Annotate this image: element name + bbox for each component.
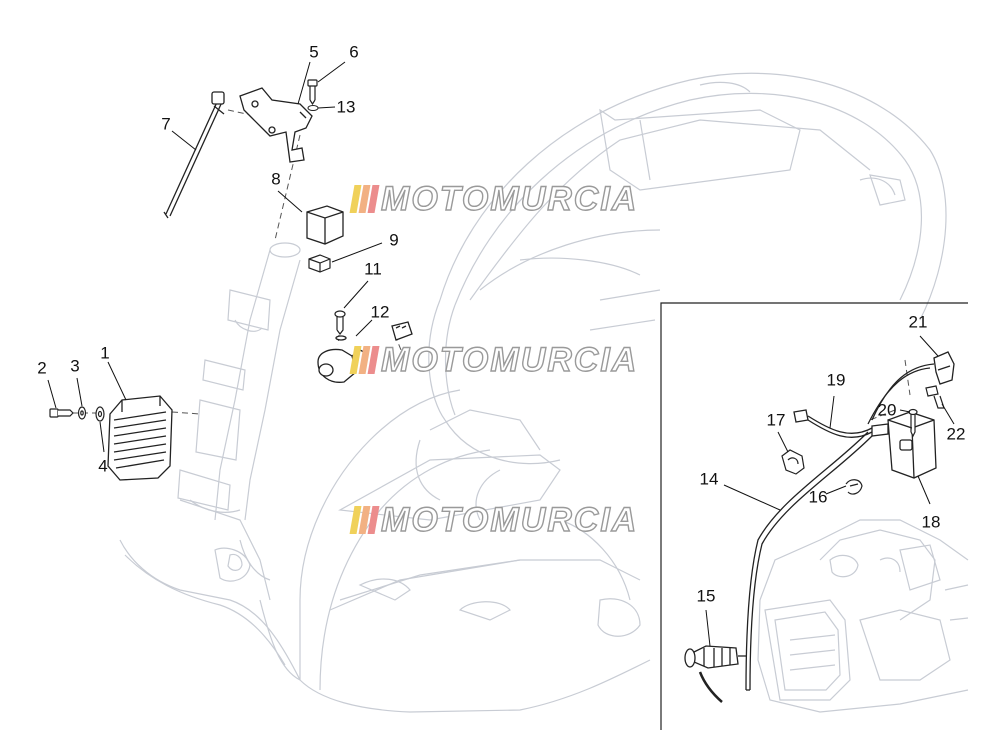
part-22-bolt [925,385,945,409]
callout-4: 4 [98,456,108,476]
callout-17: 17 [766,410,786,430]
watermark-text: MOTOMURCIA [380,180,639,218]
callout-14: 14 [699,469,719,489]
callout-19: 19 [826,370,846,390]
callout-8: 8 [271,169,281,189]
watermark-logo-bars [349,506,380,534]
part-16-clip [845,479,863,495]
watermark-logo-bars [349,346,380,374]
part-11-screw [334,310,346,335]
part-21-connector [867,351,955,425]
part-12-sensor [317,321,413,383]
inset-frame [660,302,968,730]
part-13-washer [307,105,319,111]
callout-21: 21 [908,312,928,332]
part-19-wire [793,409,873,438]
part-18-ignition-coil [871,411,937,479]
callout-9: 9 [389,230,399,250]
part-5-bracket [239,87,313,163]
part-20-screw [908,408,918,438]
part-4-washer [95,406,105,422]
part-8-relay [306,205,344,245]
scooter-body-outline [119,72,947,713]
part-7-cable-tie [163,91,225,219]
callout-6: 6 [349,42,359,62]
callout-11: 11 [364,259,382,279]
watermark: MOTOMURCIA [349,501,639,539]
callout-15: 15 [696,586,716,606]
callout-20: 20 [877,400,897,420]
leader-lines [47,61,955,647]
callout-2: 2 [37,358,47,378]
callout-5: 5 [309,42,319,62]
watermark-text: MOTOMURCIA [380,341,639,379]
watermark: MOTOMURCIA [349,341,639,379]
callout-22: 22 [946,424,966,444]
callout-3: 3 [70,356,80,376]
callout-1: 1 [100,343,110,363]
callout-18: 18 [921,512,941,532]
part-15-plug-cap [684,645,746,703]
part-14-ht-cable [745,431,873,691]
callout-12: 12 [370,302,390,322]
part-1-regulator [107,395,173,481]
callout-7: 7 [161,114,171,134]
engine-outline [757,519,969,713]
part-9-rubber [308,254,331,273]
part-6-screw [307,79,318,106]
watermark: MOTOMURCIA [349,180,639,218]
part-17-clamp [781,449,805,475]
frame-column-outline [177,242,301,521]
callout-16: 16 [808,487,828,507]
part-3-washer [77,406,87,420]
callout-13: 13 [336,97,356,117]
watermark-text: MOTOMURCIA [380,501,639,539]
watermark-logo-bars [349,185,380,213]
part-2-screw [49,408,74,418]
